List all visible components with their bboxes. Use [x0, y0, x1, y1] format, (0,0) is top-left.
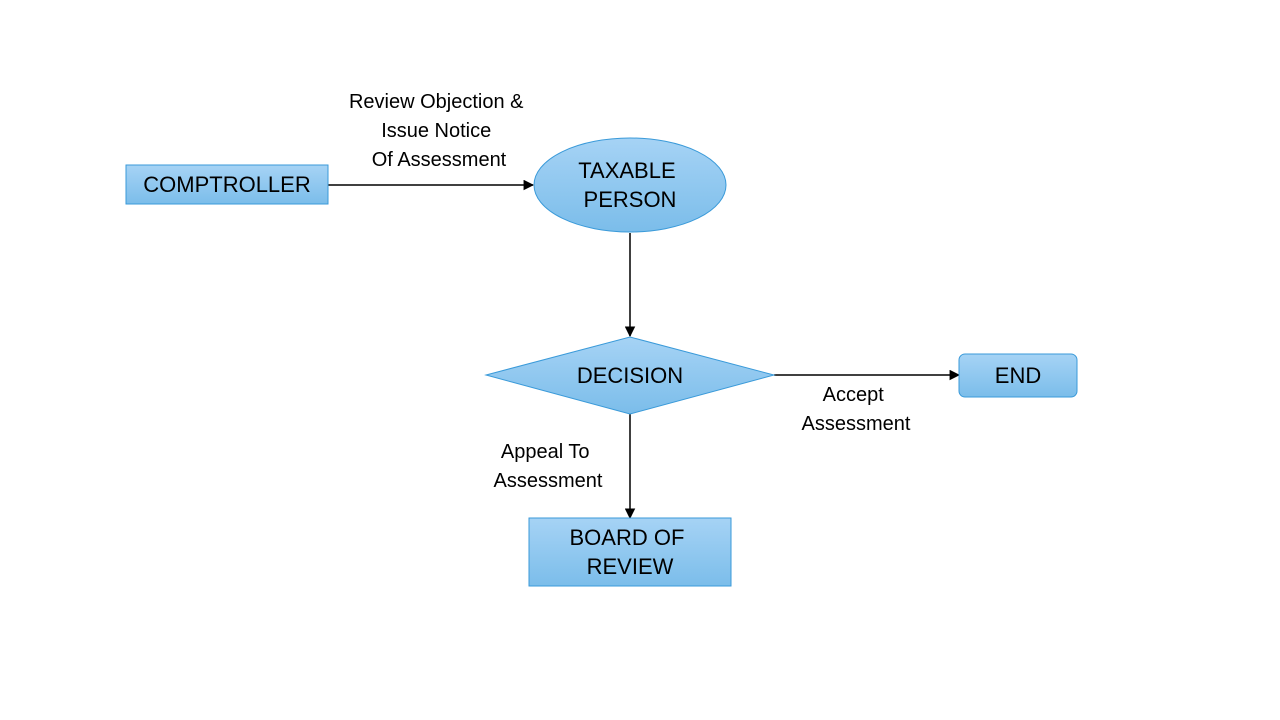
- edge-label-line-2: Issue Notice: [381, 120, 491, 142]
- edge-label-accept-assessment: Accept Assessment: [802, 384, 911, 435]
- node-board-of-review-line-1: BOARD OF: [569, 525, 684, 550]
- node-taxable-person-label: TAXABLE PERSON: [578, 158, 682, 212]
- node-board-of-review-shape: [528, 517, 732, 587]
- edge-label-appeal-to-assessment: Appeal To Assessment: [494, 441, 603, 492]
- node-decision-shape: [484, 336, 776, 415]
- edge-label-review-objection: Review Objection & Issue Notice Of Asses…: [349, 91, 529, 171]
- edge-label-line-1: Review Objection &: [349, 91, 524, 113]
- node-taxable-person-line-2: PERSON: [584, 187, 677, 212]
- edge-label-line-1: Appeal To: [501, 441, 590, 463]
- node-board-of-review[interactable]: BOARD OF REVIEW: [528, 517, 732, 587]
- node-board-of-review-label: BOARD OF REVIEW: [569, 525, 690, 579]
- node-decision-label: DECISION: [577, 363, 683, 388]
- edge-decision-to-end: Accept Assessment: [774, 369, 961, 435]
- edge-label-line-2: Assessment: [802, 413, 911, 435]
- node-taxable-person-shape: [533, 137, 727, 233]
- node-taxable-person[interactable]: TAXABLE PERSON: [533, 137, 727, 233]
- edge-label-line-3: Of Assessment: [372, 149, 507, 171]
- node-end-shape: [958, 353, 1078, 398]
- edge-label-line-2: Assessment: [494, 470, 603, 492]
- node-comptroller-label: COMPTROLLER: [143, 172, 310, 197]
- edge-decision-to-board-of-review: Appeal To Assessment: [494, 414, 636, 520]
- node-end[interactable]: END: [958, 353, 1078, 398]
- node-end-label: END: [995, 363, 1041, 388]
- edge-comptroller-to-taxable-person: Review Objection & Issue Notice Of Asses…: [328, 91, 535, 191]
- node-taxable-person-line-1: TAXABLE: [578, 158, 675, 183]
- node-comptroller[interactable]: COMPTROLLER: [125, 164, 329, 205]
- node-board-of-review-line-2: REVIEW: [587, 554, 674, 579]
- node-decision[interactable]: DECISION: [484, 336, 776, 415]
- node-comptroller-shape: [125, 164, 329, 205]
- edge-label-line-1: Accept: [823, 384, 885, 406]
